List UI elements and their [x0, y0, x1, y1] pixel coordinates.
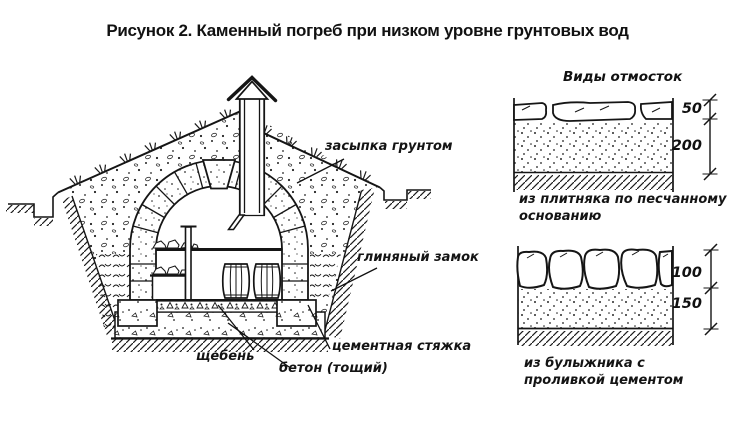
label-crushed-stone: щебень [196, 349, 255, 364]
leader-lines [217, 158, 378, 368]
caption-cobblestone-line1: из булыжника с [524, 356, 645, 371]
dim-flagstone-top: 50 [681, 101, 702, 117]
apron-detail-flagstone [513, 93, 718, 192]
dim-cobblestone-top: 100 [671, 265, 702, 281]
apron-detail-cobblestone [516, 243, 719, 346]
foundation-block-left [117, 299, 158, 327]
label-lean-concrete: бетон (тощий) [279, 361, 388, 376]
mound-backfill-fill [58, 111, 380, 332]
airflow-arrow [234, 80, 270, 100]
dim-cobblestone-base: 150 [671, 296, 702, 312]
caption-flagstone-line1: из плитняка по песчанному [519, 192, 727, 207]
label-cement-screed: цементная стяжка [332, 339, 472, 354]
support-post [184, 226, 192, 301]
apron-panel-heading: Виды отмосток [563, 69, 683, 85]
vent-vane [227, 214, 246, 231]
dim-flagstone-base: 200 [671, 138, 702, 154]
dimension-line-cobblestone [703, 243, 719, 336]
crushed-stone-layer [149, 300, 285, 313]
label-backfill: засыпка грунтом [325, 139, 453, 154]
ground-hatching [6, 188, 431, 352]
caption-flagstone: из плитняка по песчанному основанию [519, 191, 735, 225]
caption-cobblestone-line2: проливкой цементом [524, 373, 684, 388]
storage-shelves [150, 225, 282, 301]
keystone [201, 159, 237, 190]
barrel-right [252, 263, 282, 299]
foundation-block-right [276, 299, 317, 327]
caption-cobblestone: из булыжника с проливкой цементом [524, 355, 724, 389]
figure-title: Рисунок 2. Каменный погреб при низком ур… [106, 21, 629, 40]
dimension-line-flagstone [702, 93, 718, 181]
chimney-vent [226, 75, 278, 231]
vent-cap [226, 75, 278, 103]
floor-layers [111, 299, 329, 340]
label-clay-lock: глиняный замок [357, 250, 479, 265]
ground-surface [8, 109, 431, 335]
cellar-cross-section [6, 75, 431, 368]
barrel-left [221, 263, 251, 299]
caption-flagstone-line2: основанию [519, 209, 602, 224]
